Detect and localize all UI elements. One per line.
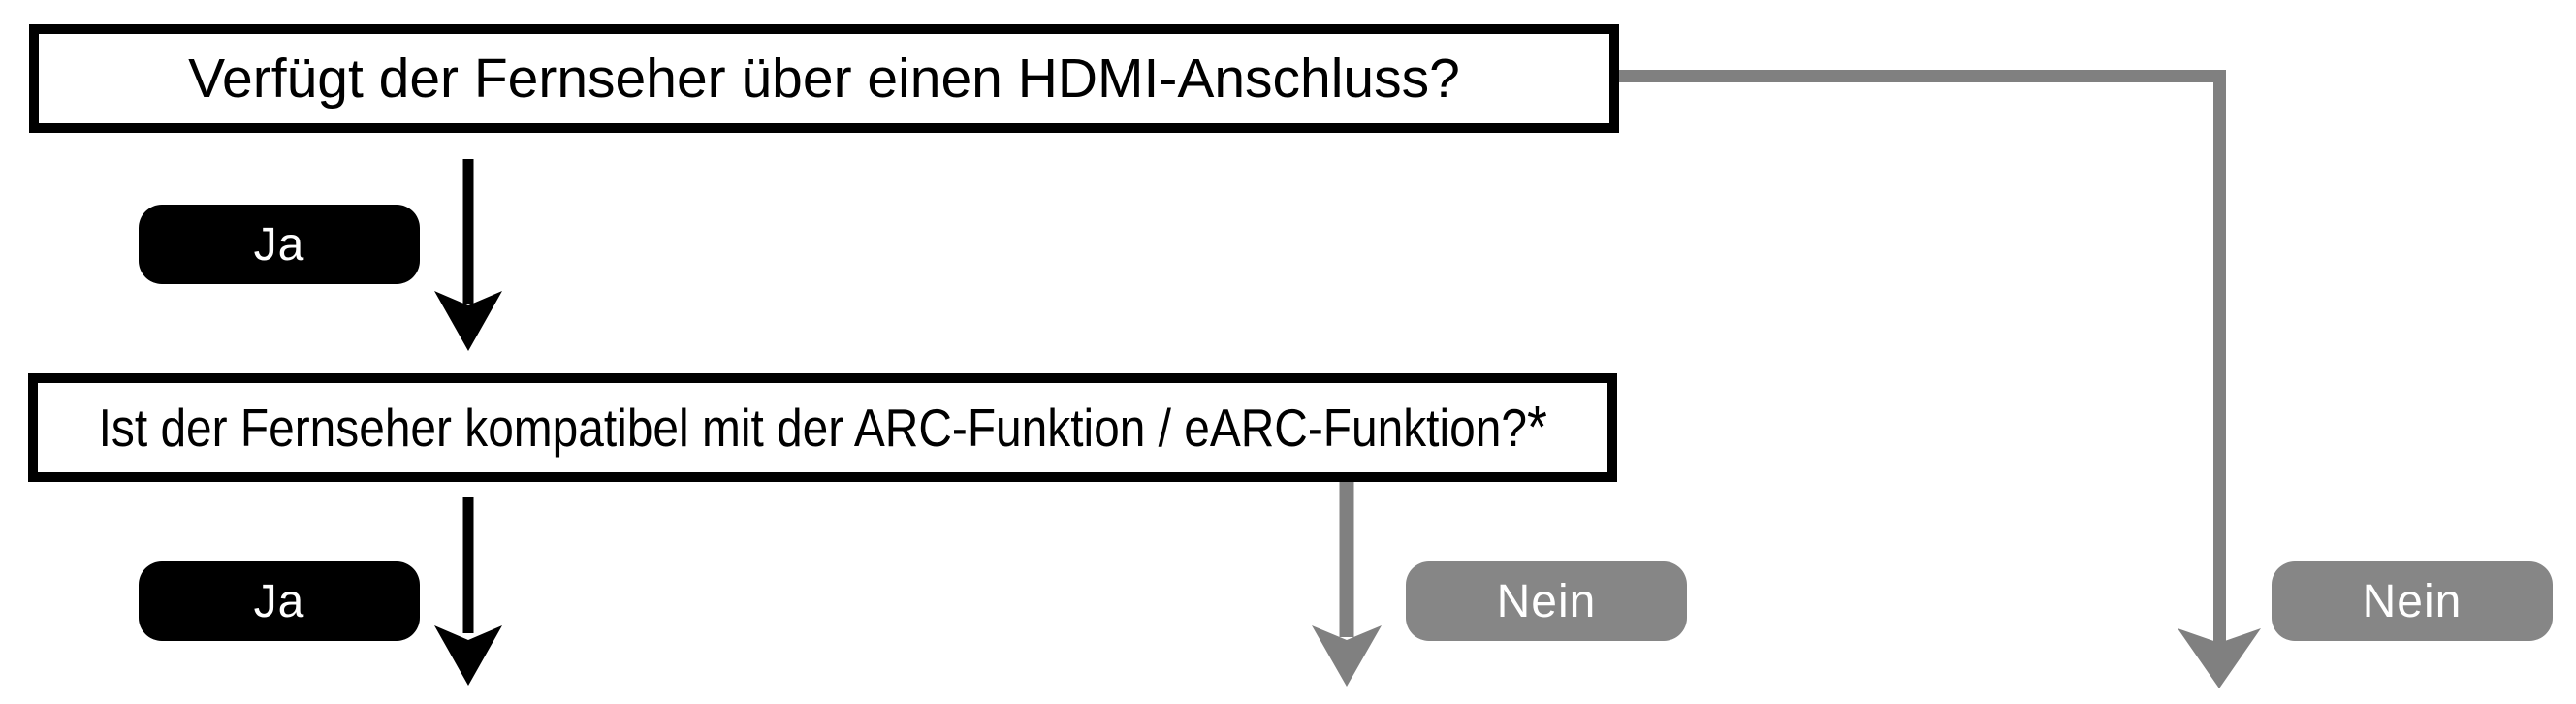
no-branch-horizontal-line xyxy=(1619,70,2226,82)
arrow-down-gray-mid-icon xyxy=(1312,482,1382,687)
yes-badge-1: Ja xyxy=(139,205,420,284)
no-badge-right-label: Nein xyxy=(2362,575,2463,627)
arrow-down-black-1-icon xyxy=(434,159,502,351)
question-box-hdmi: Verfügt der Fernseher über einen HDMI-An… xyxy=(29,24,1619,133)
question-text-arc: Ist der Fernseher kompatibel mit der ARC… xyxy=(98,398,1527,458)
no-badge-mid: Nein xyxy=(1406,561,1687,641)
arrow-down-black-2-icon xyxy=(434,497,502,686)
yes-badge-2-label: Ja xyxy=(253,575,305,627)
question-text-hdmi: Verfügt der Fernseher über einen HDMI-An… xyxy=(188,48,1460,110)
question-box-arc: Ist der Fernseher kompatibel mit der ARC… xyxy=(28,373,1617,482)
question-text-arc-wrap: Ist der Fernseher kompatibel mit der ARC… xyxy=(98,397,1546,459)
footnote-asterisk: * xyxy=(1526,394,1547,462)
no-badge-right: Nein xyxy=(2272,561,2553,641)
yes-badge-1-label: Ja xyxy=(253,218,305,271)
no-branch-vertical-line xyxy=(2213,70,2226,644)
no-badge-mid-label: Nein xyxy=(1496,575,1597,627)
yes-badge-2: Ja xyxy=(139,561,420,641)
arrow-down-gray-right-icon xyxy=(2178,628,2261,688)
